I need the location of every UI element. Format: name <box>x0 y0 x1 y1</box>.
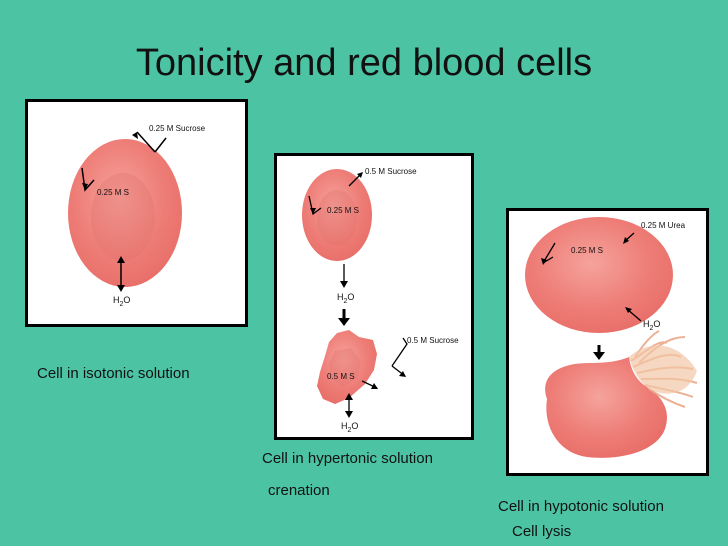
hypertonic-panel: 0.5 M Sucrose 0.25 M S H2O 0.5 M Sucrose… <box>274 153 474 440</box>
lysis-caption: Cell lysis <box>512 523 572 540</box>
water-label: H2O <box>113 295 130 308</box>
swollen-red-blood-cell <box>525 217 673 333</box>
hypotonic-caption: Cell in hypotonic solution <box>498 498 664 515</box>
water-label: H2O <box>643 319 660 332</box>
hypertonic-diagram: 0.5 M Sucrose 0.25 M S H2O 0.5 M Sucrose… <box>302 167 459 434</box>
slide-title: Tonicity and red blood cells <box>135 42 593 84</box>
inside-solute-label-after: 0.5 M S <box>327 372 355 381</box>
inside-solute-label: 0.25 M S <box>571 246 603 255</box>
water-label-after: H2O <box>341 421 358 434</box>
hypertonic-caption: Cell in hypertonic solution <box>262 450 433 467</box>
isotonic-caption: Cell in isotonic solution <box>37 365 190 382</box>
inside-solute-label-before: 0.25 M S <box>327 206 359 215</box>
outside-solute-label-before: 0.5 M Sucrose <box>365 167 417 176</box>
crenation-caption: crenation <box>268 482 330 499</box>
isotonic-panel: 0.25 M Sucrose 0.25 M S H2O <box>25 99 248 327</box>
red-blood-cell <box>68 139 182 287</box>
crenated-cell <box>317 330 377 404</box>
lysed-cell <box>545 357 667 458</box>
cell-center-depression <box>91 173 155 261</box>
hypotonic-diagram: 0.25 M Urea 0.25 M S H2O <box>525 217 698 458</box>
hypotonic-panel: 0.25 M Urea 0.25 M S H2O <box>506 208 709 476</box>
isotonic-diagram: 0.25 M Sucrose 0.25 M S H2O <box>68 124 206 308</box>
burst-contents-fill <box>629 345 697 394</box>
outside-solute-label: 0.25 M Sucrose <box>149 124 206 133</box>
outside-solute-label-after: 0.5 M Sucrose <box>407 336 459 345</box>
outside-solute-label: 0.25 M Urea <box>641 221 686 230</box>
sucrose-outside-arrow <box>136 131 156 153</box>
water-label-before: H2O <box>337 292 354 305</box>
inside-solute-label: 0.25 M S <box>97 188 129 197</box>
red-blood-cell-before <box>302 169 372 261</box>
